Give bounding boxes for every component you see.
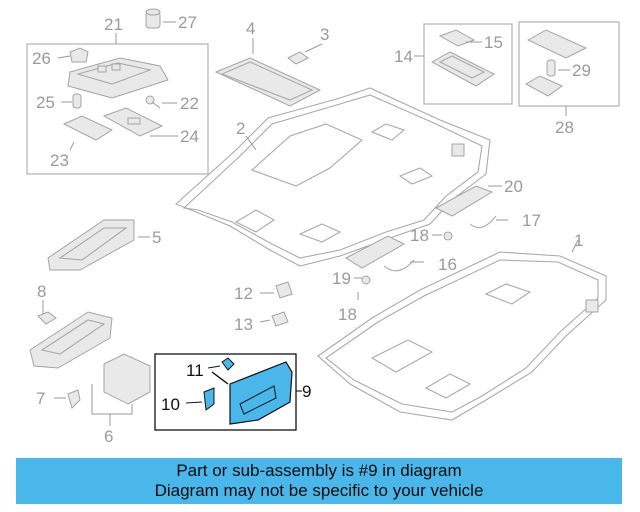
callout-2: 2 xyxy=(236,119,245,138)
callout-17: 17 xyxy=(522,211,541,230)
callout-27: 27 xyxy=(178,13,197,32)
callout-10: 10 xyxy=(161,395,180,414)
callout-9: 9 xyxy=(302,382,311,401)
part-29-bulb xyxy=(546,59,556,77)
highlight-box-9 xyxy=(154,353,297,431)
callout-8: 8 xyxy=(37,282,46,301)
part-27-bulb xyxy=(145,8,161,29)
callout-18a: 18 xyxy=(410,226,429,245)
banner-line-2: Diagram may not be specific to your vehi… xyxy=(154,481,484,500)
part-28-lamp xyxy=(524,29,588,97)
part-17-handle xyxy=(469,215,497,229)
part-12-clip xyxy=(275,281,293,299)
callout-1: 1 xyxy=(574,231,583,250)
part-4-pad xyxy=(214,57,322,107)
part-22-screw xyxy=(145,95,161,109)
part-18-screw-lower xyxy=(361,275,371,285)
part-7-screw xyxy=(67,389,81,409)
part-11-clip xyxy=(221,357,235,371)
callout-4: 4 xyxy=(246,19,255,38)
callout-12: 12 xyxy=(234,284,253,303)
callout-23: 23 xyxy=(50,151,69,170)
part-21-dome-lamp xyxy=(67,57,169,99)
part-16-handle xyxy=(383,259,415,272)
callout-16: 16 xyxy=(438,255,457,274)
part-9-sun-visor xyxy=(211,361,293,425)
callout-11: 11 xyxy=(186,361,204,380)
banner-line-1: Part or sub-assembly is #9 in diagram xyxy=(176,461,462,480)
callout-19: 19 xyxy=(332,269,351,288)
part-18-screw-upper xyxy=(443,231,453,241)
part-25-bulb xyxy=(72,93,82,109)
callout-6: 6 xyxy=(104,427,113,446)
part-5-console xyxy=(47,219,135,271)
sun-visor-rod xyxy=(211,371,229,385)
callout-22: 22 xyxy=(180,94,199,113)
part-24-plate xyxy=(102,107,164,137)
group-box-21 xyxy=(26,43,209,175)
callout-13: 13 xyxy=(234,315,253,334)
part-6-console xyxy=(29,311,151,405)
part-19-lamp xyxy=(344,235,406,269)
callout-3: 3 xyxy=(320,25,329,44)
group-box-28 xyxy=(518,21,620,107)
part-2-headliner xyxy=(174,87,491,267)
callout-20: 20 xyxy=(504,177,523,196)
group-box-14 xyxy=(423,23,513,105)
part-10-bracket xyxy=(203,387,215,411)
callout-18b: 18 xyxy=(338,305,357,324)
callout-14: 14 xyxy=(394,47,413,66)
callout-28: 28 xyxy=(555,118,574,137)
info-banner: Part or sub-assembly is #9 in diagram Di… xyxy=(16,458,622,504)
callout-15: 15 xyxy=(484,33,503,52)
part-8-clip xyxy=(37,311,57,325)
callout-21: 21 xyxy=(104,15,123,34)
part-13-clip xyxy=(271,311,289,327)
parts-diagram: 21 27 26 25 22 23 24 xyxy=(26,8,620,446)
callout-26: 26 xyxy=(32,49,51,68)
callout-29: 29 xyxy=(572,61,591,80)
part-23-lens xyxy=(62,115,114,141)
sun-visor-mirror xyxy=(239,385,277,415)
part-26-clip xyxy=(69,47,89,63)
callout-25: 25 xyxy=(36,93,55,112)
callout-24: 24 xyxy=(180,127,199,146)
callout-7: 7 xyxy=(36,389,45,408)
callout-5: 5 xyxy=(152,228,161,247)
part-14-lamp xyxy=(430,51,495,87)
part-3-clip xyxy=(287,51,309,65)
part-20-lamp xyxy=(434,185,494,217)
part-1-headliner xyxy=(317,251,607,421)
part-15-lens xyxy=(438,29,476,47)
